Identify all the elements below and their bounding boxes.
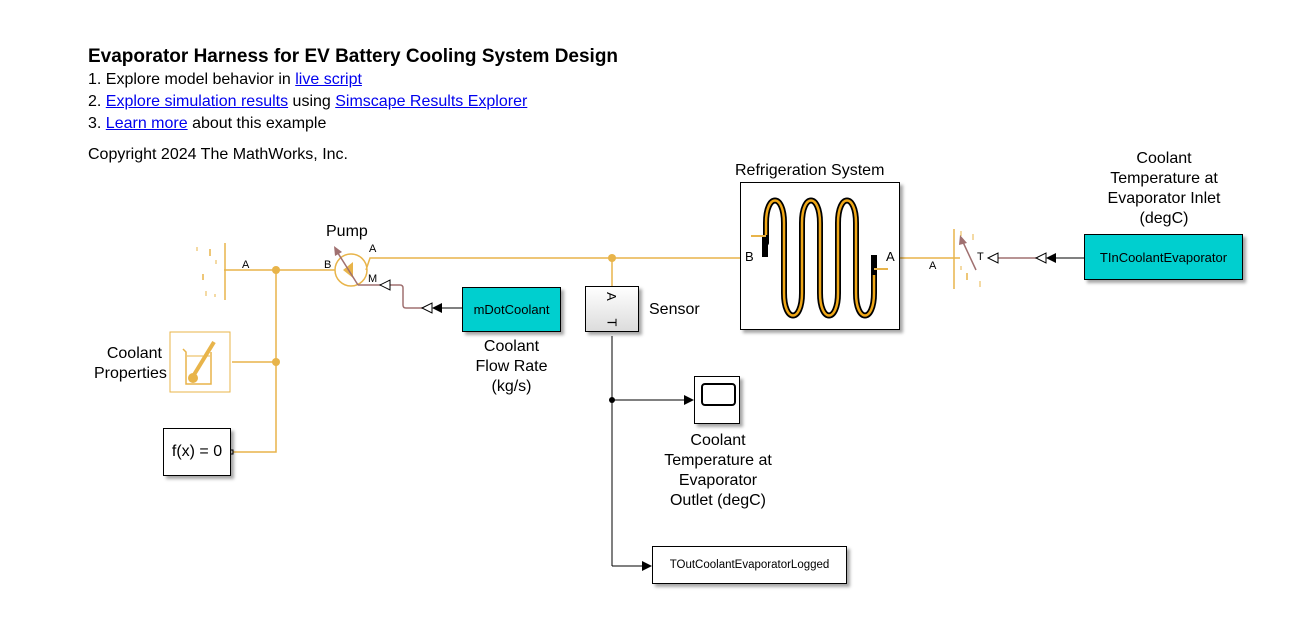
tin-label: Coolant Temperature at Evaporator Inlet … [1083,149,1245,229]
pump-port-m: M [368,273,378,285]
label-line: Coolant [106,345,162,362]
label-line: Temperature at [664,452,772,469]
results-explorer-link[interactable]: Simscape Results Explorer [335,93,528,110]
ps-converter-arrow-icon [420,302,433,314]
sensor-port-t: T [604,318,620,327]
solver-configuration-block[interactable]: f(x) = 0 [163,428,231,476]
tl-line-pump-refrig[interactable] [365,257,740,271]
line3-suffix: about this example [187,115,327,132]
label-line: Evaporator [678,472,758,489]
ps-port-arrow-icon [378,279,391,291]
refrigeration-port-a: A [886,249,895,264]
reservoir-left-port-a: A [242,259,250,271]
scope-screen-icon [701,383,736,406]
label-line: Properties [94,365,167,382]
pump-icon[interactable] [334,246,368,287]
refrigeration-system-block[interactable]: B A [740,182,900,330]
signal-arrow-icon [432,303,442,313]
copyright: Copyright 2024 The MathWorks, Inc. [88,146,348,163]
junction-dot [608,254,616,262]
annotation-line-2: 2. Explore simulation results using Sims… [88,93,527,111]
scope-label: Coolant Temperature at Evaporator Outlet… [648,431,788,511]
scope-block[interactable] [694,376,740,424]
coil-icon [751,197,888,319]
live-script-link[interactable]: live script [295,71,362,88]
sensor-block[interactable]: A T [585,286,639,332]
pump-port-b: B [324,259,332,271]
reservoir-temp-arrow [961,239,977,271]
mdot-coolant-block[interactable]: mDotCoolant [462,287,561,332]
explore-results-link[interactable]: Explore simulation results [105,93,289,110]
label-line: (kg/s) [491,378,532,395]
reservoir-left-icon[interactable] [196,243,226,300]
label-line: Temperature at [1110,170,1218,187]
line2-middle: using [288,93,336,110]
pump-label: Pump [326,223,368,240]
annotation-line-1: 1. Explore model behavior in live script [88,71,362,89]
junction-dot [272,358,280,366]
ps-line-pump[interactable] [358,284,428,309]
line1-prefix: 1. Explore model behavior in [88,71,296,88]
label-line: Coolant [690,432,746,449]
coolant-properties-icon[interactable] [169,331,231,393]
signal-arrow-icon [684,395,694,405]
tl-junctions [272,254,616,366]
tin-coolant-evaporator-block[interactable]: TInCoolantEvaporator [1084,234,1243,280]
arrow-head-icon [959,235,967,245]
tl-line-solver[interactable] [233,270,277,453]
model-title: Evaporator Harness for EV Battery Coolin… [88,46,619,67]
sensor-port-a: A [603,292,619,301]
signal-arrow-icon [642,561,652,571]
refrigeration-label: Refrigeration System [735,162,885,179]
pump-port-a: A [369,243,377,255]
ps-port-arrow-icon [986,252,999,264]
line2-prefix: 2. [88,93,106,110]
reservoir-right-icon[interactable] [953,229,981,289]
signal-arrow-icon [1046,253,1056,263]
tout-coolant-logged-block[interactable]: TOutCoolantEvaporatorLogged [652,546,847,584]
label-line: Outlet (degC) [669,492,767,509]
mdot-coolant-label: Coolant Flow Rate (kg/s) [462,337,561,397]
learn-more-link[interactable]: Learn more [105,115,188,132]
label-line: Flow Rate [475,358,548,375]
junction-dot [272,266,280,274]
annotation-line-3: 3. Learn more about this example [88,115,326,133]
line3-prefix: 3. [88,115,106,132]
label-line: Evaporator Inlet [1107,190,1221,207]
reservoir-right-port-t: T [977,251,984,263]
reservoir-right-port-a: A [929,260,937,272]
coolant-properties-label: Coolant Properties [94,344,167,384]
label-line: Coolant [483,338,540,355]
sensor-label: Sensor [649,301,700,318]
ps-converter-arrow-icon [1034,252,1047,264]
refrigeration-port-b: B [745,249,754,264]
label-line: (degC) [1139,210,1189,227]
label-line: Coolant [1136,150,1192,167]
